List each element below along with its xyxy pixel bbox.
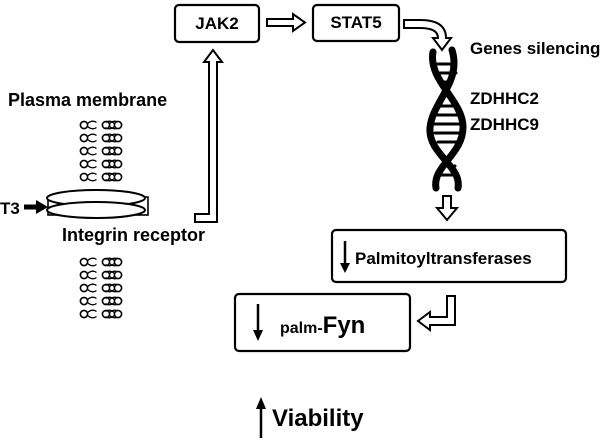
zdhhc9-label: ZDHHC9: [470, 115, 539, 134]
lipid-molecule-icon: [105, 172, 123, 182]
lipid-molecule-icon: [79, 172, 97, 182]
palm-fyn-label: palm-Fyn: [280, 312, 365, 339]
lipid-molecule-icon: [79, 159, 97, 169]
lipid-molecule-icon: [79, 283, 97, 293]
lipid-molecule-icon: [105, 309, 123, 319]
lipid-molecule-icon: [79, 120, 97, 130]
receptor-to-jak2-arrow-icon: [194, 48, 224, 223]
lipid-molecule-icon: [79, 309, 97, 319]
lipid-molecule-icon: [105, 283, 123, 293]
jak2-to-stat5-arrow-icon: [266, 12, 307, 33]
palm-fyn-node: palm-Fyn: [233, 292, 412, 353]
palmitoyltransferases-node: Palmitoyltransferases: [330, 228, 568, 284]
stat5-to-genes-arrow-icon: [403, 19, 453, 52]
dna-helix-icon: [426, 46, 467, 192]
lipid-molecule-icon: [105, 296, 123, 306]
integrin-receptor-icon: [46, 189, 149, 219]
lipid-bilayer-upper-icon: [79, 120, 123, 182]
genes-silencing-label: Genes silencing: [470, 39, 600, 58]
lipid-molecule-icon: [105, 146, 123, 156]
t3-label: T3: [0, 199, 20, 218]
lipid-molecule-icon: [79, 270, 97, 280]
palmitoyltransferases-to-palmfyn-arrow-icon: [416, 295, 456, 332]
palmitoyltransferases-label: Palmitoyltransferases: [355, 249, 532, 268]
stat5-label: STAT5: [330, 13, 381, 32]
integrin-receptor-label: Integrin receptor: [62, 225, 205, 245]
viability-label: Viability: [272, 405, 364, 432]
jak2-label: JAK2: [195, 14, 238, 33]
lipid-bilayer-lower-icon: [79, 257, 123, 319]
lipid-molecule-icon: [105, 120, 123, 130]
jak2-node: JAK2: [173, 3, 261, 44]
lipid-molecule-icon: [79, 257, 97, 267]
viability-indicator: Viability: [256, 397, 364, 438]
lipid-molecule-icon: [105, 270, 123, 280]
plasma-membrane-label: Plasma membrane: [8, 90, 167, 110]
lipid-molecule-icon: [79, 296, 97, 306]
lipid-molecule-icon: [105, 257, 123, 267]
lipid-molecule-icon: [105, 133, 123, 143]
lipid-molecule-icon: [79, 133, 97, 143]
lipid-molecule-icon: [79, 146, 97, 156]
t3-arrow-icon: [24, 200, 48, 214]
lipid-molecule-icon: [105, 159, 123, 169]
stat5-node: STAT5: [311, 3, 401, 43]
dna-to-palmitoyltransferases-arrow-icon: [434, 195, 460, 222]
zdhhc2-label: ZDHHC2: [470, 89, 539, 108]
